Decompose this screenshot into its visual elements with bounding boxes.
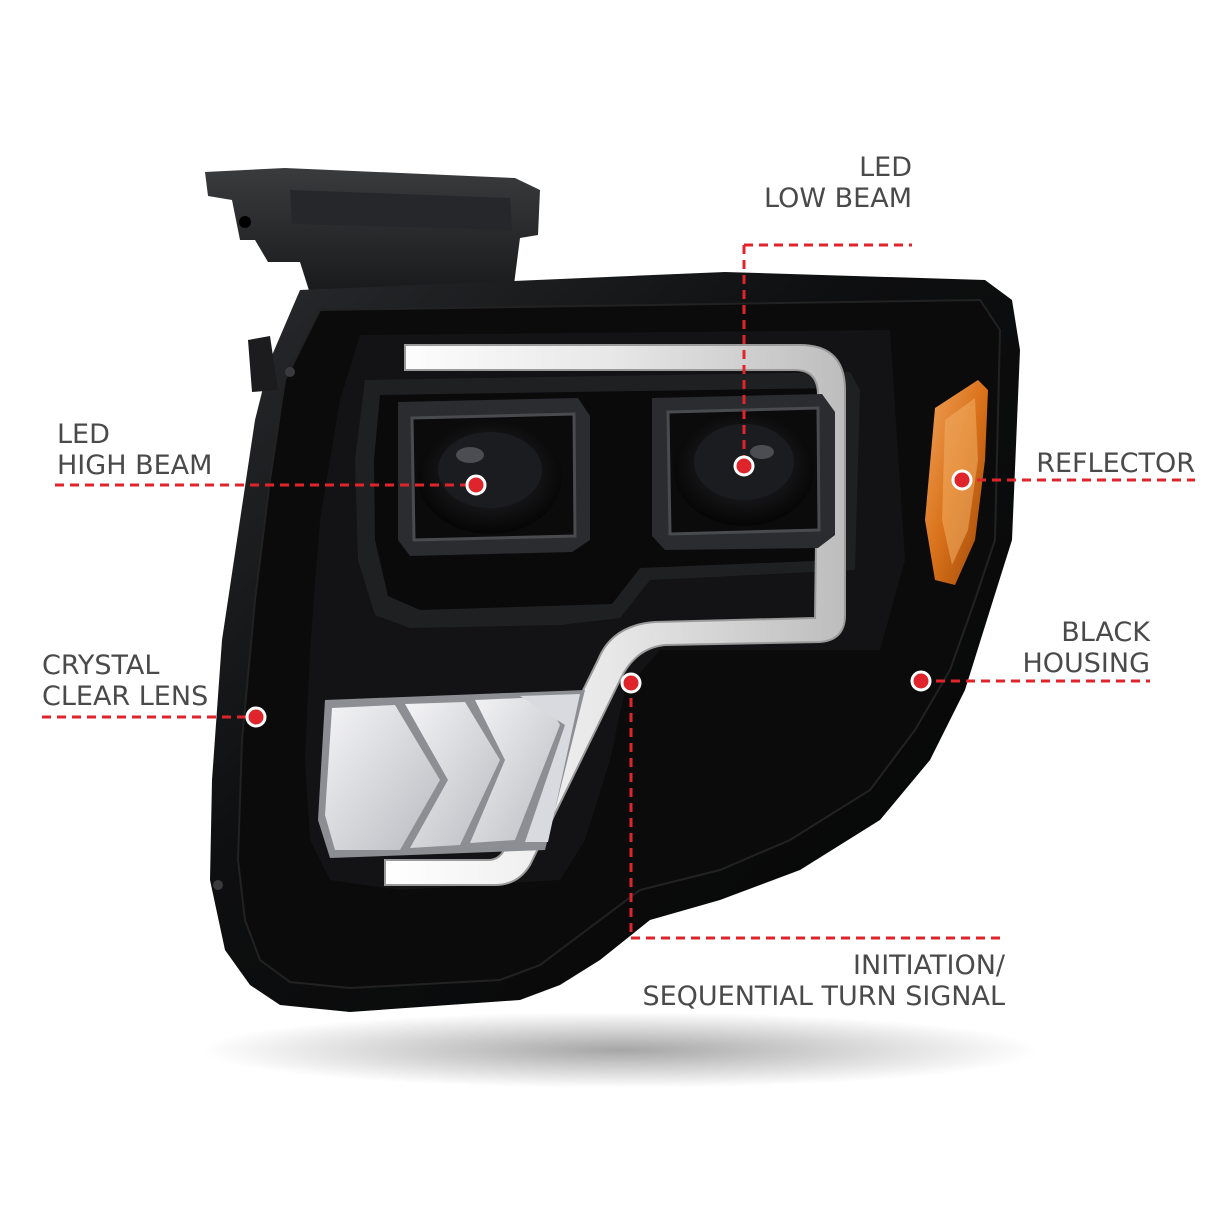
turn-signal-label-line1: INITIATION/	[853, 950, 1005, 981]
callout-dots	[245, 455, 973, 728]
low-beam-dot	[733, 455, 755, 477]
clear-lens-label: CRYSTAL CLEAR LENS	[42, 650, 208, 712]
reflector-label: REFLECTOR	[1000, 448, 1195, 479]
black-housing-label: BLACK HOUSING	[1000, 617, 1150, 679]
black-housing-dot	[910, 670, 932, 692]
low-beam-label-line1: LED	[859, 152, 912, 183]
reflector-dot	[951, 469, 973, 491]
turn-signal-label-line2: SEQUENTIAL TURN SIGNAL	[642, 981, 1005, 1012]
turn-signal-dot	[620, 672, 642, 694]
callout-lines	[42, 243, 1195, 940]
led-light-bar	[384, 344, 846, 886]
reflector-label-line1: REFLECTOR	[1036, 448, 1195, 479]
high-beam-label: LED HIGH BEAM	[57, 419, 212, 481]
clear-lens-label-line1: CRYSTAL	[42, 650, 160, 681]
screw	[285, 367, 295, 377]
black-housing-label-line1: BLACK	[1061, 617, 1150, 648]
low-beam-label-line2: LOW BEAM	[764, 183, 912, 214]
floor-shadow	[200, 1012, 1040, 1088]
high-beam-label-line2: HIGH BEAM	[57, 450, 213, 481]
mounting-bracket	[205, 168, 540, 312]
low-beam-label: LED LOW BEAM	[760, 152, 912, 214]
turn-signal-callout-line	[629, 683, 1005, 940]
turn-signal-label: INITIATION/ SEQUENTIAL TURN SIGNAL	[560, 950, 1005, 1012]
high-beam-dot	[465, 474, 487, 496]
clear-lens-label-line2: CLEAR LENS	[42, 681, 209, 712]
led-fin-block	[318, 690, 585, 858]
screw	[213, 880, 223, 890]
clear-lens-dot	[245, 706, 267, 728]
high-beam-projector	[398, 398, 590, 556]
black-housing-label-line2: HOUSING	[1022, 648, 1150, 679]
high-beam-label-line1: LED	[57, 419, 110, 450]
